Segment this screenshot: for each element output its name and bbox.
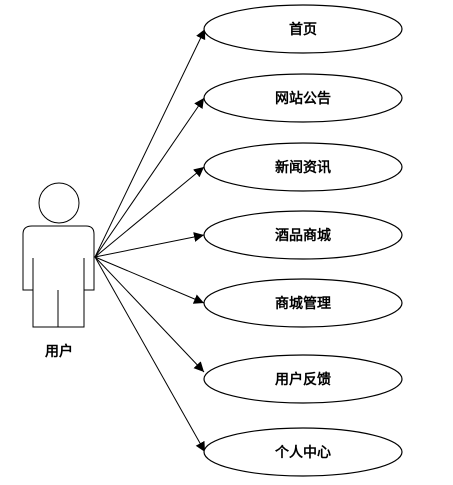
use-case-ellipse — [203, 73, 403, 123]
association-edge — [94, 256, 206, 453]
use-case-ellipse — [203, 427, 403, 477]
association-edge — [94, 97, 205, 258]
use-cases: 首页 网站公告 新闻资讯 酒品商城 商城管理 用户反馈 个人中心 — [203, 4, 403, 477]
use-case-news: 新闻资讯 — [203, 142, 403, 192]
use-case-user-feedback: 用户反馈 — [203, 354, 403, 404]
use-case-label: 网站公告 — [275, 90, 331, 107]
actor-label: 用户 — [45, 343, 73, 360]
use-case-label: 首页 — [289, 21, 317, 38]
use-case-ellipse — [203, 142, 403, 192]
associations — [94, 28, 206, 453]
use-case-mall-management: 商城管理 — [203, 278, 403, 328]
use-case-personal-center: 个人中心 — [203, 427, 403, 477]
use-case-wine-mall: 酒品商城 — [203, 210, 403, 260]
use-case-ellipse — [203, 210, 403, 260]
use-case-label: 新闻资讯 — [275, 159, 331, 176]
association-edge — [94, 166, 205, 258]
use-case-label: 个人中心 — [274, 444, 331, 461]
association-edge — [94, 232, 205, 258]
association-edge — [94, 256, 205, 304]
actor-head — [38, 182, 80, 224]
use-case-home: 首页 — [203, 4, 403, 54]
association-edge — [94, 256, 205, 373]
use-case-ellipse — [203, 278, 403, 328]
use-case-label: 用户反馈 — [275, 371, 331, 388]
use-case-label: 酒品商城 — [275, 227, 331, 244]
actor: 用户 — [22, 182, 95, 360]
use-case-label: 商城管理 — [275, 295, 331, 312]
use-case-announcements: 网站公告 — [203, 73, 403, 123]
association-edge — [94, 28, 206, 258]
actor-body — [22, 225, 95, 328]
use-case-ellipse — [203, 4, 403, 54]
use-case-ellipse — [203, 354, 403, 404]
